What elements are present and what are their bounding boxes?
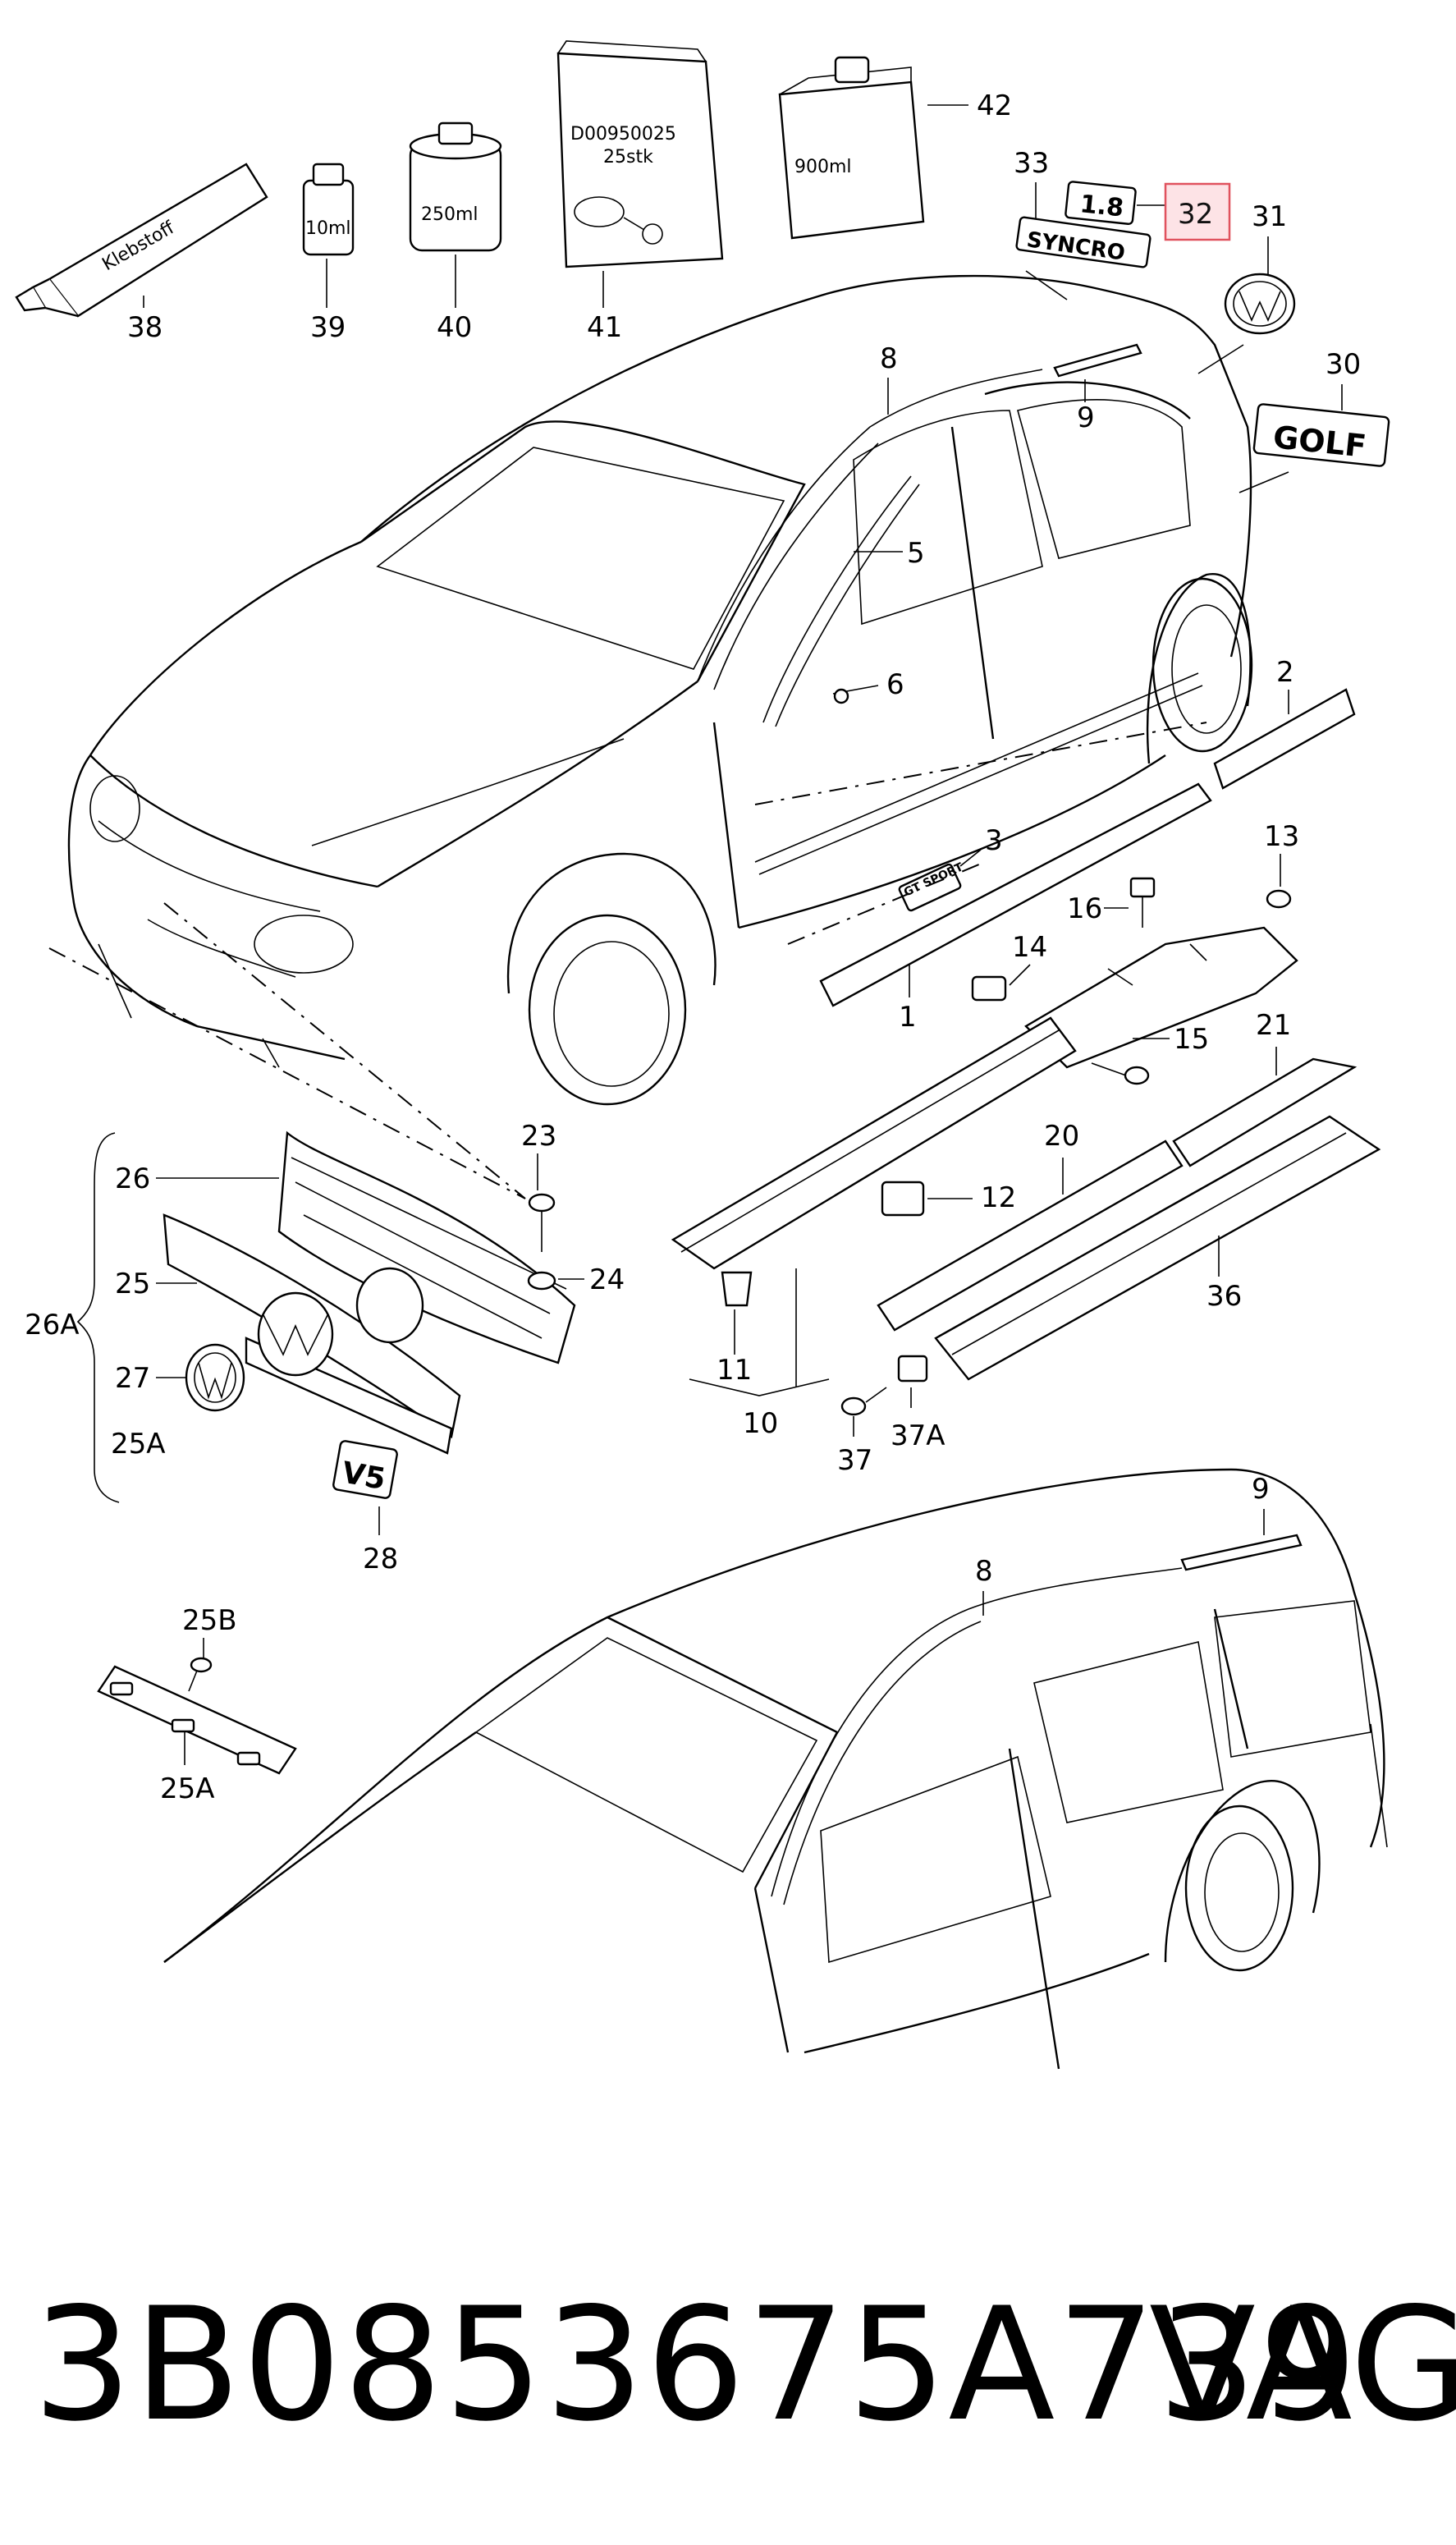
label-32: 32 — [1178, 198, 1213, 231]
label-33: 33 — [1014, 147, 1049, 180]
label-36: 36 — [1206, 1280, 1242, 1313]
hatchback-car — [67, 274, 1253, 1106]
label-28: 28 — [363, 1543, 398, 1575]
clip-13 — [1266, 889, 1292, 909]
bag-qty: 25stk — [603, 147, 653, 167]
screw-25B — [188, 1657, 213, 1692]
label-39: 39 — [310, 311, 346, 344]
screw-23 — [528, 1193, 556, 1252]
golf-badge: GOLF — [1252, 403, 1390, 467]
washer-24 — [527, 1271, 556, 1291]
v5-badge: V5 — [332, 1440, 398, 1499]
label-1: 1 — [899, 1001, 917, 1034]
label-26A: 26A — [25, 1309, 80, 1341]
sill-bracket — [1024, 926, 1298, 1069]
rear-molding-2 — [1213, 688, 1356, 790]
clip-37A — [897, 1355, 928, 1383]
label-16: 16 — [1067, 892, 1102, 925]
label-14: 14 — [1012, 931, 1047, 964]
engine-badge: 1.8 — [1065, 181, 1137, 225]
can-label: 250ml — [421, 204, 478, 225]
roof-molding-9 — [1053, 343, 1142, 378]
label-9: 9 — [1077, 401, 1095, 434]
svg-text:1.8: 1.8 — [1078, 190, 1125, 222]
highlight-32 — [1164, 182, 1231, 241]
label-21: 21 — [1256, 1009, 1291, 1042]
bolt-16 — [1129, 877, 1156, 928]
label-8: 8 — [880, 342, 898, 375]
small-bottle: 10ml — [302, 163, 355, 256]
label-6: 6 — [886, 668, 904, 701]
label-15: 15 — [1174, 1023, 1209, 1056]
label-11: 11 — [717, 1354, 752, 1387]
sill-trim-21 — [1172, 1057, 1358, 1167]
clip-12 — [881, 1181, 925, 1217]
label-13: 13 — [1264, 820, 1299, 853]
label-37A: 37A — [891, 1419, 945, 1452]
label-9-estate: 9 — [1252, 1473, 1270, 1506]
label-5: 5 — [907, 537, 925, 570]
adhesive-tube: Klebstoff — [15, 163, 268, 318]
sill-panel-10 — [671, 1016, 1077, 1270]
label-26: 26 — [115, 1162, 150, 1195]
footer: 3B0853675A739 VAG — [0, 2249, 1456, 2512]
label-25A: 25A — [111, 1428, 166, 1461]
label-10: 10 — [743, 1407, 778, 1440]
estate-car — [163, 1468, 1388, 2070]
label-12: 12 — [981, 1181, 1016, 1214]
canister-label: 900ml — [794, 157, 852, 177]
radiator-grille — [163, 1130, 576, 1455]
label-41: 41 — [587, 311, 622, 344]
label-25: 25 — [115, 1268, 150, 1300]
label-30: 30 — [1326, 348, 1361, 381]
brand-name: VAG — [1149, 2274, 1456, 2456]
label-37: 37 — [837, 1444, 872, 1477]
parts-bag: D00950025 25stk — [556, 40, 724, 268]
clip-14 — [971, 975, 1007, 1002]
screw-37 — [840, 1387, 887, 1416]
label-23: 23 — [521, 1120, 556, 1153]
door-molding-1 — [819, 782, 1212, 1007]
label-31: 31 — [1252, 200, 1287, 233]
clip-11 — [721, 1271, 753, 1307]
label-8-estate: 8 — [975, 1555, 993, 1588]
parts-diagram: Klebstoff 38 10ml 39 250ml 40 D00950025 … — [15, 40, 1390, 2070]
label-40: 40 — [437, 311, 472, 344]
label-24: 24 — [589, 1263, 625, 1296]
svg-text:V5: V5 — [339, 1456, 387, 1497]
label-20: 20 — [1044, 1120, 1079, 1153]
bag-code: D00950025 — [570, 124, 676, 144]
label-38: 38 — [127, 311, 163, 344]
canister: 900ml — [778, 56, 925, 240]
roof-molding-9-estate — [1180, 1534, 1303, 1571]
bracket-25A — [97, 1665, 297, 1775]
label-25A-bracket: 25A — [160, 1772, 215, 1805]
label-42: 42 — [977, 89, 1012, 122]
label-27: 27 — [115, 1362, 150, 1395]
sill-trim-20 — [877, 1140, 1184, 1332]
vw-emblem-rear — [1224, 273, 1296, 335]
label-2: 2 — [1276, 656, 1294, 689]
label-3: 3 — [985, 824, 1003, 857]
part-number: 3B0853675A739 — [33, 2274, 1360, 2456]
screw-15 — [1091, 1062, 1150, 1085]
vw-emblem-front — [185, 1343, 245, 1412]
label-25B: 25B — [182, 1604, 237, 1637]
sill-cover-36 — [934, 1115, 1381, 1381]
bottle-label: 10ml — [305, 218, 351, 239]
medium-can: 250ml — [409, 122, 502, 252]
